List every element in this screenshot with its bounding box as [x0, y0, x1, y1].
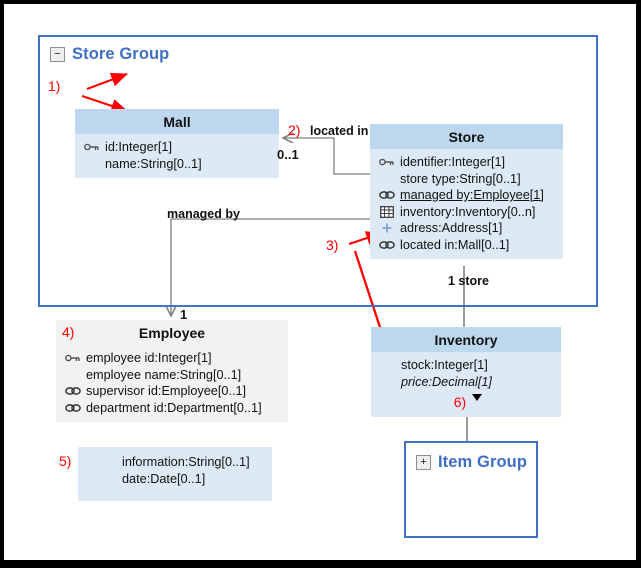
attribute-text: adress:Address[1]: [400, 221, 503, 235]
plus-icon: [378, 220, 396, 236]
class-title-inventory: Inventory: [371, 327, 561, 352]
collapse-icon[interactable]: −: [50, 47, 65, 62]
attribute-row[interactable]: id:Integer[1]: [75, 139, 279, 156]
attribute-text: located in:Mall[0..1]: [400, 237, 510, 252]
attribute-row[interactable]: employee name:String[0..1]: [56, 367, 288, 384]
connector-label-store-inventory: 1 store: [448, 274, 489, 288]
attribute-row[interactable]: price:Decimal[1]: [371, 374, 561, 391]
class-box-inventory[interactable]: Inventory stock:Integer[1] price:Decimal…: [371, 327, 561, 417]
attribute-text: employee id:Integer[1]: [86, 351, 212, 365]
key-icon: [64, 350, 82, 366]
store-group-title-bar: − Store Group: [50, 45, 169, 64]
item-group-title-bar: + Item Group: [416, 453, 527, 472]
group-store-group[interactable]: − Store Group: [38, 35, 598, 307]
item-group-label: Item Group: [438, 453, 528, 471]
note-line: date:Date[0..1]: [122, 472, 206, 486]
attribute-text: store type:String[0..1]: [400, 171, 521, 186]
annotation-number-1: 1): [48, 78, 61, 94]
no-icon: [379, 357, 397, 373]
no-icon: [83, 156, 101, 172]
attribute-row[interactable]: name:String[0..1]: [75, 156, 279, 173]
attribute-text: supervisor id:Employee[0..1]: [86, 384, 247, 398]
class-box-employee[interactable]: Employee employee id:Integer[1] employee…: [56, 320, 288, 422]
class-title-store: Store: [370, 124, 563, 149]
annotation-number-5: 5): [59, 453, 72, 469]
annotation-number-6: 6): [453, 394, 467, 410]
expand-icon[interactable]: +: [416, 455, 431, 470]
attribute-text: name:String[0..1]: [105, 156, 202, 171]
class-attributes-employee: employee id:Integer[1] employee name:Str…: [56, 345, 288, 422]
link-icon: [378, 237, 396, 253]
note-line: information:String[0..1]: [122, 455, 250, 469]
group-item-group[interactable]: + Item Group: [404, 441, 538, 538]
attribute-row[interactable]: department id:Department[0..1]: [56, 400, 288, 417]
class-title-mall: Mall: [75, 109, 279, 134]
class-title-employee: Employee: [56, 320, 288, 345]
attribute-text: price:Decimal[1]: [401, 374, 492, 389]
store-group-label: Store Group: [72, 45, 170, 63]
connector-label-located-in: located in: [310, 124, 369, 138]
no-icon: [378, 171, 396, 187]
attribute-text: department id:Department[0..1]: [86, 400, 262, 415]
annotation-number-4: 4): [62, 324, 75, 340]
attribute-row[interactable]: identifier:Integer[1]: [370, 154, 563, 171]
note-box-information[interactable]: information:String[0..1] date:Date[0..1]: [78, 447, 272, 501]
link-icon: [378, 187, 396, 203]
key-icon: [83, 139, 101, 155]
key-icon: [378, 154, 396, 170]
link-icon: [64, 400, 82, 416]
multiplicity-label-located-in: 0..1: [277, 147, 299, 162]
class-box-mall[interactable]: Mall id:Integer[1] name:String[0..1]: [75, 109, 279, 178]
attribute-row[interactable]: employee id:Integer[1]: [56, 350, 288, 367]
attribute-text: stock:Integer[1]: [401, 358, 488, 372]
multiplicity-label-managed-by: 1: [180, 307, 188, 322]
attribute-row[interactable]: located in:Mall[0..1]: [370, 237, 563, 254]
class-attributes-inventory: stock:Integer[1] price:Decimal[1] 6): [371, 352, 561, 417]
attribute-text: employee name:String[0..1]: [86, 367, 242, 382]
class-box-store[interactable]: Store identifier:Integer[1] store type:S…: [370, 124, 563, 259]
no-icon: [64, 367, 82, 383]
diagram-page: − Store Group Mall id:Integer[1] name:St…: [4, 4, 636, 560]
attribute-row[interactable]: inventory:Inventory[0..n]: [370, 204, 563, 221]
attribute-row[interactable]: adress:Address[1]: [370, 220, 563, 237]
attribute-text: managed by:Employee[1]: [400, 188, 544, 202]
attribute-row[interactable]: supervisor id:Employee[0..1]: [56, 383, 288, 400]
annotation-number-3: 3): [326, 237, 339, 253]
class-attributes-store: identifier:Integer[1] store type:String[…: [370, 149, 563, 259]
class-attributes-mall: id:Integer[1] name:String[0..1]: [75, 134, 279, 178]
attribute-text: inventory:Inventory[0..n]: [400, 204, 536, 219]
attribute-text: identifier:Integer[1]: [400, 155, 506, 169]
connector-label-managed-by: managed by: [167, 207, 240, 221]
expand-more-row[interactable]: 6): [371, 390, 561, 411]
table-icon: [378, 204, 396, 220]
attribute-row[interactable]: store type:String[0..1]: [370, 171, 563, 188]
chevron-down-icon[interactable]: [472, 394, 483, 401]
attribute-row[interactable]: managed by:Employee[1]: [370, 187, 563, 204]
link-icon: [64, 383, 82, 399]
annotation-number-2: 2): [288, 122, 301, 138]
no-icon: [379, 374, 397, 390]
attribute-text: id:Integer[1]: [105, 140, 173, 154]
attribute-row[interactable]: stock:Integer[1]: [371, 357, 561, 374]
